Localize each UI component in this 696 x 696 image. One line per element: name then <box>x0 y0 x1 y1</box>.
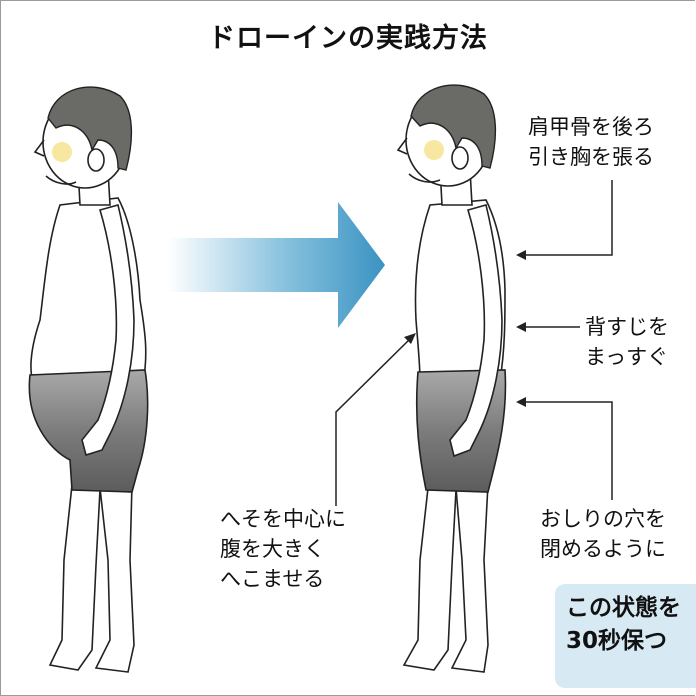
hair-before <box>47 86 133 171</box>
label-spine: 背すじを まっすぐ <box>585 312 669 372</box>
callout-line-navel <box>335 336 413 506</box>
callout-line-shoulder <box>522 180 613 256</box>
label-hips: おしりの穴を 閉めるように <box>540 504 666 564</box>
label-navel-line-1: へそを中心に <box>220 507 346 531</box>
figure-after <box>396 93 507 673</box>
label-navel: へそを中心に 腹を大きく へこませる <box>220 504 346 594</box>
label-spine-line-1: 背すじを <box>585 315 669 339</box>
figure-before <box>28 95 149 673</box>
status-badge <box>555 584 696 688</box>
callout-arrowhead-spine <box>516 322 526 332</box>
hair-after <box>410 84 497 169</box>
badge-line-1: この状態を <box>566 595 681 621</box>
cheek-after <box>424 140 444 160</box>
label-shoulder: 肩甲骨を後ろ 引き胸を張る <box>528 112 654 172</box>
callout-arrowhead-navel <box>404 333 416 344</box>
label-navel-line-3: へこませる <box>220 567 325 591</box>
badge-line-2: 30秒保つ <box>566 628 668 654</box>
label-shoulder-line-2: 引き胸を張る <box>528 145 654 169</box>
label-hips-line-1: おしりの穴を <box>540 507 666 531</box>
label-spine-line-2: まっすぐ <box>585 345 669 369</box>
callout-line-hips <box>522 401 613 500</box>
transition-arrow-icon <box>168 202 385 328</box>
label-hips-line-2: 閉めるように <box>540 537 666 561</box>
cheek-before <box>52 142 72 162</box>
label-navel-line-2: 腹を大きく <box>220 537 325 561</box>
badge-text: この状態を 30秒保つ <box>566 592 681 658</box>
callout-arrowhead-shoulder <box>516 250 526 260</box>
callout-arrowhead-hips <box>516 397 526 407</box>
page-title: ドローインの実践方法 <box>208 23 488 54</box>
label-shoulder-line-1: 肩甲骨を後ろ <box>528 115 654 139</box>
